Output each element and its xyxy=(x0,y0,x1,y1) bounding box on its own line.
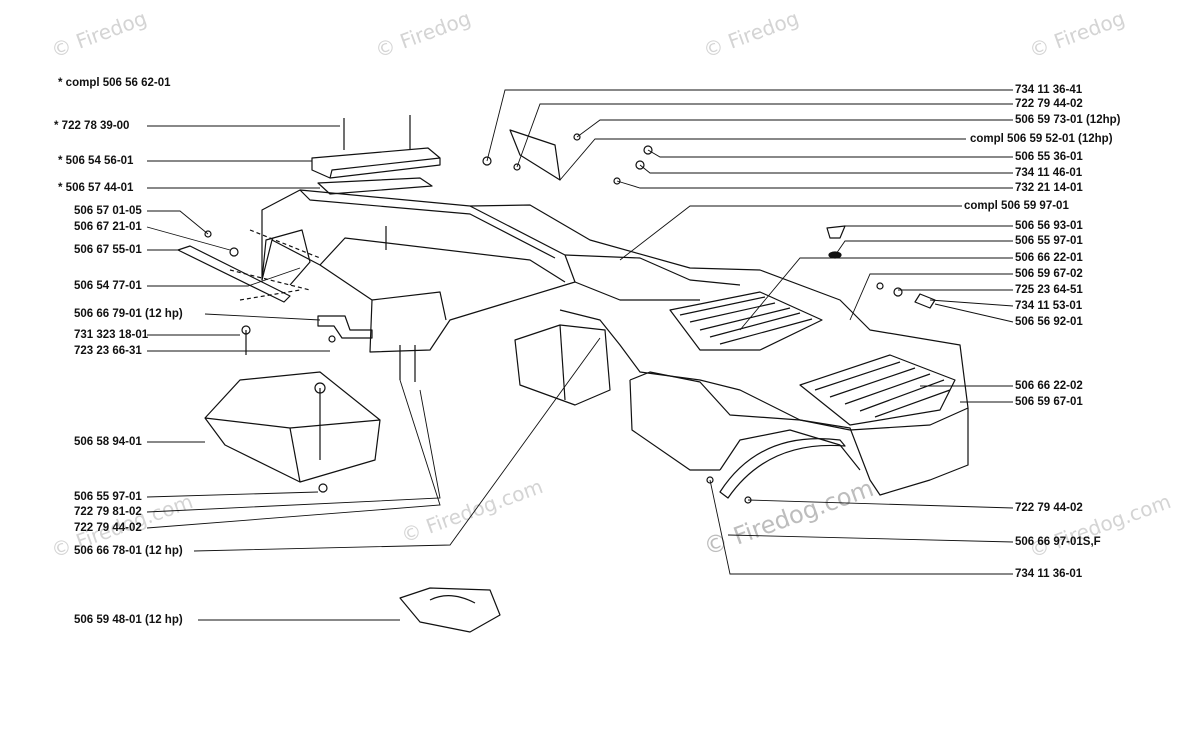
part-label: 506 55 97-01 xyxy=(1015,235,1083,247)
part-label: 506 54 77-01 xyxy=(74,280,142,292)
footrest-part xyxy=(399,587,501,633)
part-label: 734 11 36-41 xyxy=(1015,84,1083,96)
part-label: compl 506 59 52-01 (12hp) xyxy=(970,133,1113,145)
part-label: 722 79 81-02 xyxy=(74,506,142,518)
hood-lid-part xyxy=(311,147,441,179)
part-label: 734 11 46-01 xyxy=(1015,167,1083,179)
part-label: 506 59 48-01 (12 hp) xyxy=(74,614,183,626)
part-label: 734 11 36-01 xyxy=(1015,568,1083,580)
part-label: 506 66 97-01S,F xyxy=(1015,536,1101,548)
part-label: 722 79 44-02 xyxy=(1015,502,1083,514)
part-label: 506 56 92-01 xyxy=(1015,316,1083,328)
part-label: 734 11 53-01 xyxy=(1015,300,1083,312)
part-label: 506 59 67-02 xyxy=(1015,268,1083,280)
part-label: * compl 506 56 62-01 xyxy=(58,77,171,89)
part-label: * 506 54 56-01 xyxy=(58,155,134,167)
part-label: 506 55 36-01 xyxy=(1015,151,1083,163)
part-label: 506 55 97-01 xyxy=(74,491,142,503)
part-label: 506 59 73-01 (12hp) xyxy=(1015,114,1121,126)
part-label: 506 57 01-05 xyxy=(74,205,142,217)
part-label: 722 79 44-02 xyxy=(74,522,142,534)
part-label: 723 23 66-31 xyxy=(74,345,142,357)
tray-part xyxy=(204,371,381,483)
part-label: 725 23 64-51 xyxy=(1015,284,1083,296)
rear-mat-part xyxy=(799,354,956,426)
floor-mat-part xyxy=(669,291,823,351)
part-label: 506 58 94-01 xyxy=(74,436,142,448)
part-label: * 506 57 44-01 xyxy=(58,182,134,194)
part-label: compl 506 59 97-01 xyxy=(964,200,1069,212)
part-label: 506 56 93-01 xyxy=(1015,220,1083,232)
part-label: 506 66 22-02 xyxy=(1015,380,1083,392)
arc-strip-part xyxy=(719,438,846,499)
part-label: 731 323 18-01 xyxy=(74,329,149,341)
hood-part xyxy=(261,189,576,353)
part-label: 506 67 55-01 xyxy=(74,244,142,256)
rear-fender-part xyxy=(629,371,969,496)
part-label: 732 21 14-01 xyxy=(1015,182,1083,194)
brace-part xyxy=(177,245,291,303)
part-label: 506 66 78-01 (12 hp) xyxy=(74,545,183,557)
part-label: * 722 78 39-00 xyxy=(54,120,130,132)
part-label: 506 66 22-01 xyxy=(1015,252,1083,264)
part-label: 506 67 21-01 xyxy=(74,221,142,233)
part-label: 722 79 44-02 xyxy=(1015,98,1083,110)
part-label: 506 66 79-01 (12 hp) xyxy=(74,308,183,320)
part-label: 506 59 67-01 xyxy=(1015,396,1083,408)
body-frame-part xyxy=(469,204,969,431)
